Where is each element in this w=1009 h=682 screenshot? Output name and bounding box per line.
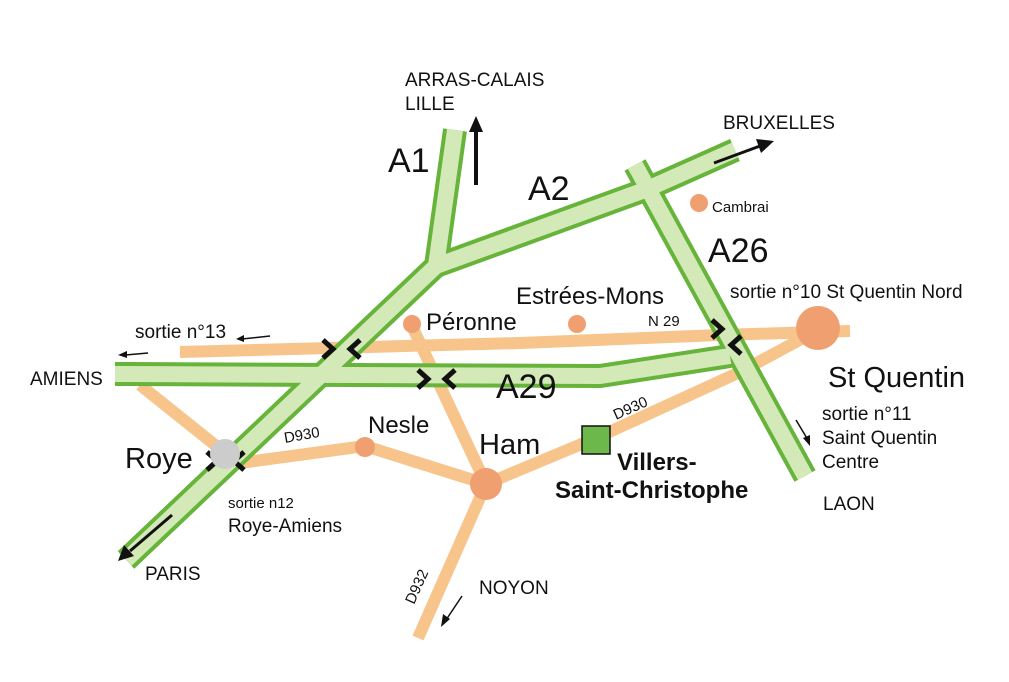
noyon-label: NOYON [479,578,549,599]
town-markers [210,194,840,500]
d932-label: D932 [402,567,432,607]
road-d930-roye-ham [224,440,488,490]
arrow-southwest-icon [129,513,173,553]
chevron-right-icon [321,338,337,360]
arrow-southwest-icon [445,595,463,621]
roye-label: Roye [125,443,193,475]
d930-west-label: D930 [283,424,321,447]
peronne-marker [403,315,421,333]
cambrai-marker [690,194,708,212]
paris-label: PARIS [145,564,201,585]
arras-calais-label: ARRAS-CALAIS [405,70,544,91]
ham-marker [470,468,502,500]
laon-label: LAON [823,494,875,515]
chevron-right-icon [710,318,726,340]
cambrai-label: Cambrai [712,199,769,216]
nesle-marker [355,437,375,457]
estrees-mons-label: Estrées-Mons [516,283,664,310]
a1-label: A1 [388,142,430,180]
sortie-13-label: sortie n°13 [135,322,226,343]
road-d932 [412,481,492,641]
arrow-southeast-icon [795,419,809,441]
road-peronne-ham [406,323,492,487]
nesle-label: Nesle [368,412,429,439]
amiens-label: AMIENS [30,369,103,390]
lille-label: LILLE [405,94,455,115]
villers-saint-christophe-marker [581,425,611,455]
st-quentin-marker [796,306,840,350]
peronne-label: Péronne [426,309,517,336]
motorway-a29 [114,348,732,385]
arrow-left-icon [124,352,149,356]
motorway-a26 [627,161,813,480]
sortie-11-line1: sortie n°11 [822,404,912,425]
direction-arrows [118,116,810,627]
sortie-11-line3: Centre [822,452,879,473]
destination-line2: Saint-Christophe [555,477,748,504]
sortie-12-line2: Roye-Amiens [228,516,342,537]
chevron-left-icon [441,368,457,390]
roye-junction-marker [210,439,240,469]
chevron-left-icon [346,338,362,360]
st-quentin-label: St Quentin [828,362,965,394]
a2-label: A2 [528,170,570,208]
sortie-11-line2: Saint Quentin [822,428,937,449]
road-d930-ham-stquentin [483,324,821,490]
a29-label: A29 [496,368,557,406]
chevron-right-icon [416,368,432,390]
a26-label: A26 [708,232,769,270]
arrow-northeast-icon [713,144,761,165]
sortie-10-label: sortie n°10 St Quentin Nord [730,282,963,303]
arrow-left-icon [241,335,271,340]
estrees-mons-marker [568,315,586,333]
bruxelles-label: BRUXELLES [723,113,835,134]
destination-line1: Villers- [617,449,697,476]
road-amiens-roye [136,380,229,458]
ham-label: Ham [479,429,540,461]
sortie-12-line1: sortie n12 [228,495,294,512]
chevron-left-icon [727,334,743,356]
n29-label: N 29 [648,313,680,330]
